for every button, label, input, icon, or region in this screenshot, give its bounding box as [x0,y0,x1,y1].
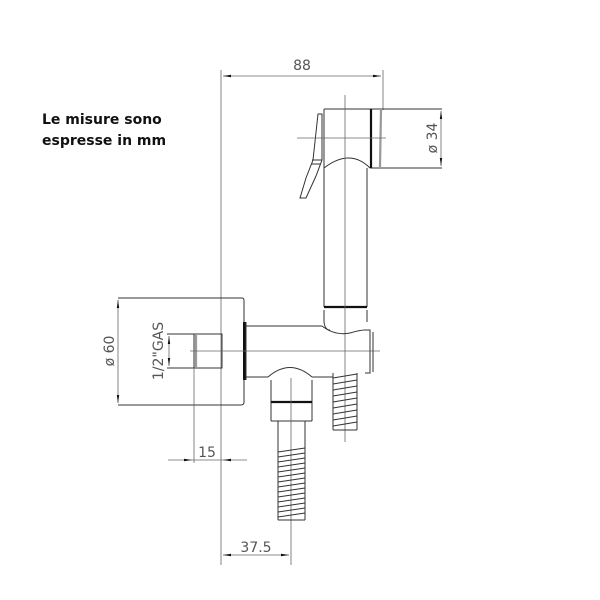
shower-head [297,108,442,322]
dimension-thread: 1/2"GAS [151,322,171,380]
lower-hose [277,447,306,521]
dimension-diameter-60: ø 60 [102,300,120,403]
units-note-line1: Le misure sono [42,112,162,128]
dimension-37-5: 37.5 [223,540,289,557]
units-note-line2: espresse in mm [42,133,167,149]
dimension-diameter-34: ø 34 [425,111,443,166]
handle-hose [332,373,358,431]
dimension-15-label: 15 [198,445,216,461]
lower-outlet [270,378,313,565]
dimension-thread-label: 1/2"GAS [151,322,167,380]
dimension-88-label: 88 [293,58,311,74]
valve-body [246,321,374,378]
dimension-diameter-60-label: ø 60 [102,336,118,367]
dimension-15: 15 [168,368,247,463]
dimension-diameter-34-label: ø 34 [425,122,441,153]
dimension-88: 88 [220,58,384,565]
units-note: Le misure sono espresse in mm [42,110,166,152]
dimension-37-5-label: 37.5 [240,540,271,556]
wall-plate [118,297,247,406]
